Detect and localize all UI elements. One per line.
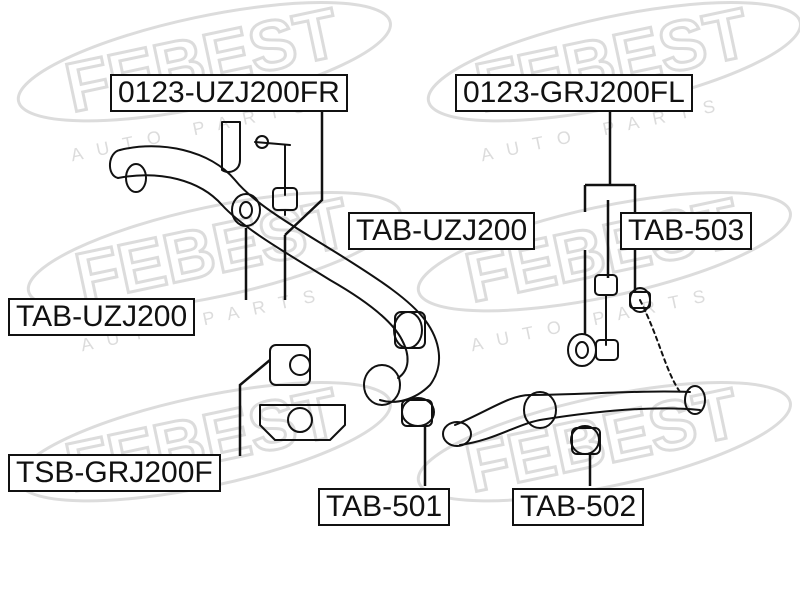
- leader-lines: [238, 110, 637, 486]
- part-label-tab-uzj200-upper[interactable]: TAB-UZJ200: [348, 212, 536, 250]
- part-label-tsb-grj200f[interactable]: TSB-GRJ200F: [8, 454, 221, 492]
- stabilizer-bar-drawing: [109, 121, 706, 455]
- part-label-tab-501[interactable]: TAB-501: [318, 488, 451, 526]
- part-label-0123-uzj200fr[interactable]: 0123-UZJ200FR: [110, 74, 348, 112]
- part-label-tab-uzj200-left[interactable]: TAB-UZJ200: [8, 298, 196, 336]
- part-label-tab-503[interactable]: TAB-503: [620, 212, 753, 250]
- part-label-0123-grj200fl[interactable]: 0123-GRJ200FL: [455, 74, 693, 112]
- part-label-tab-502[interactable]: TAB-502: [512, 488, 645, 526]
